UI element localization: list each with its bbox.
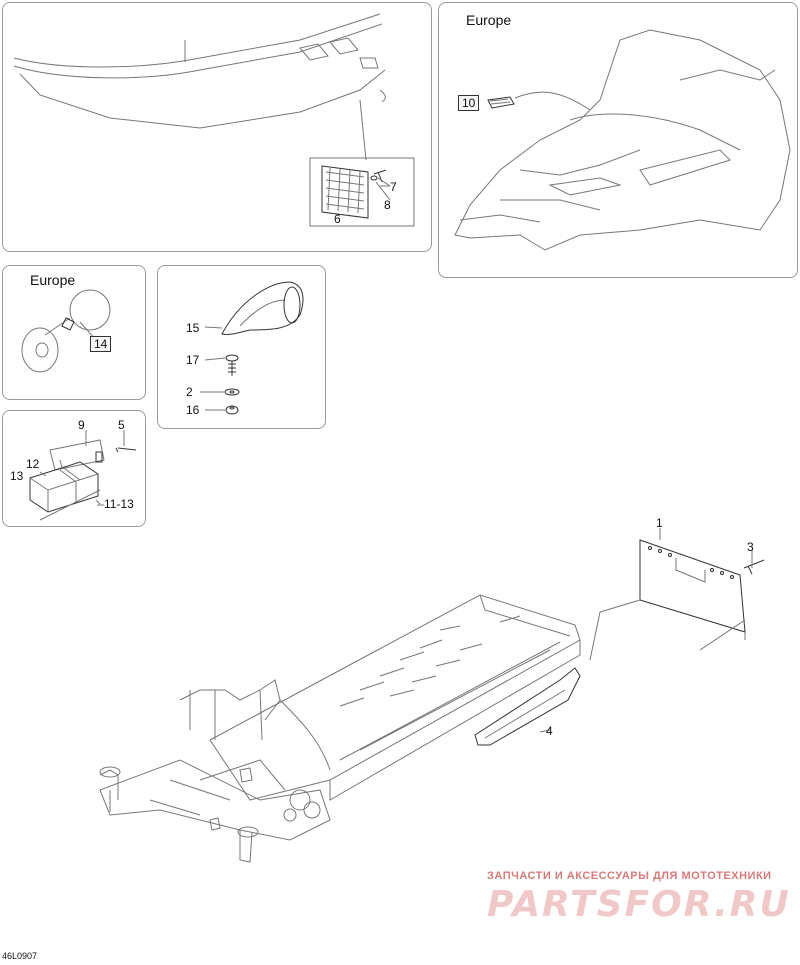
callout-17: 17	[186, 353, 200, 367]
rear-bumper-drawing	[13, 13, 415, 227]
region-label-europe-hood: Europe	[466, 12, 512, 28]
callout-9: 9	[78, 418, 85, 432]
watermark-tagline: ЗАПЧАСТИ И АКСЕССУАРЫ ДЛЯ МОТОТЕХНИКИ	[487, 870, 772, 882]
hood-drawing	[454, 29, 791, 251]
callout-12: 12	[26, 457, 40, 471]
running-board-drawing	[474, 667, 581, 746]
callout-13: 13	[10, 469, 24, 483]
callout-2: 2	[186, 385, 193, 399]
callout-11-13: 11-13	[104, 497, 134, 511]
chassis-drawing	[99, 594, 581, 863]
callout-15: 15	[186, 321, 200, 335]
callout-1: 1	[656, 516, 663, 530]
callout-10: 10	[458, 95, 480, 111]
leader-lines	[97, 185, 753, 733]
callout-5: 5	[118, 418, 125, 432]
callout-3: 3	[747, 540, 754, 554]
callout-14: 14	[90, 336, 112, 352]
mud-flap-drawing	[589, 530, 765, 661]
callout-7: 7	[390, 180, 397, 194]
panel-battery	[2, 410, 146, 527]
panel-rear-bumper	[2, 2, 432, 252]
drawing-code: 46L0907	[2, 951, 38, 961]
watermark-brand: PARTSFOR.RU	[487, 884, 791, 925]
deflector-drawing	[200, 281, 304, 415]
callout-16: 16	[186, 403, 200, 417]
callout-6: 6	[334, 212, 341, 226]
callout-8: 8	[384, 198, 391, 212]
region-label-europe-horn: Europe	[30, 272, 76, 288]
battery-drawing	[29, 430, 137, 521]
callout-4: 4	[546, 724, 553, 738]
horn-drawing	[21, 289, 111, 373]
panel-horn-europe	[2, 265, 146, 400]
